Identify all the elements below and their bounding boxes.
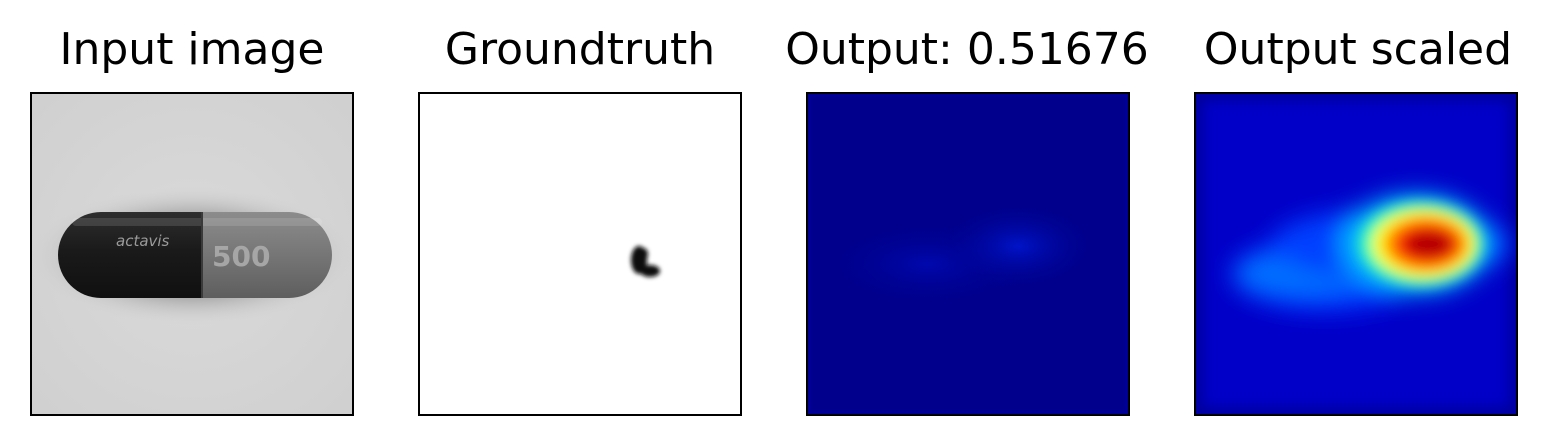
capsule-label-text: actavis [116, 232, 170, 250]
output-scaled-panel [1194, 92, 1518, 416]
scaled-heatmap [1196, 94, 1516, 414]
input-image-panel: actavis 500 [30, 92, 354, 416]
defect-blob [631, 246, 660, 277]
raw-heatmap [808, 94, 1128, 414]
capsule-photo: actavis 500 [32, 94, 352, 414]
output-scaled-title: Output scaled [1203, 24, 1513, 75]
groundtruth-title: Groundtruth [444, 24, 716, 75]
groundtruth-panel [418, 92, 742, 416]
output-title: Output: 0.51676 [785, 24, 1149, 75]
capsule-print-text: 500 [212, 240, 270, 273]
output-panel [806, 92, 1130, 416]
input-image-title: Input image [59, 24, 325, 75]
defect-mask [420, 94, 740, 414]
